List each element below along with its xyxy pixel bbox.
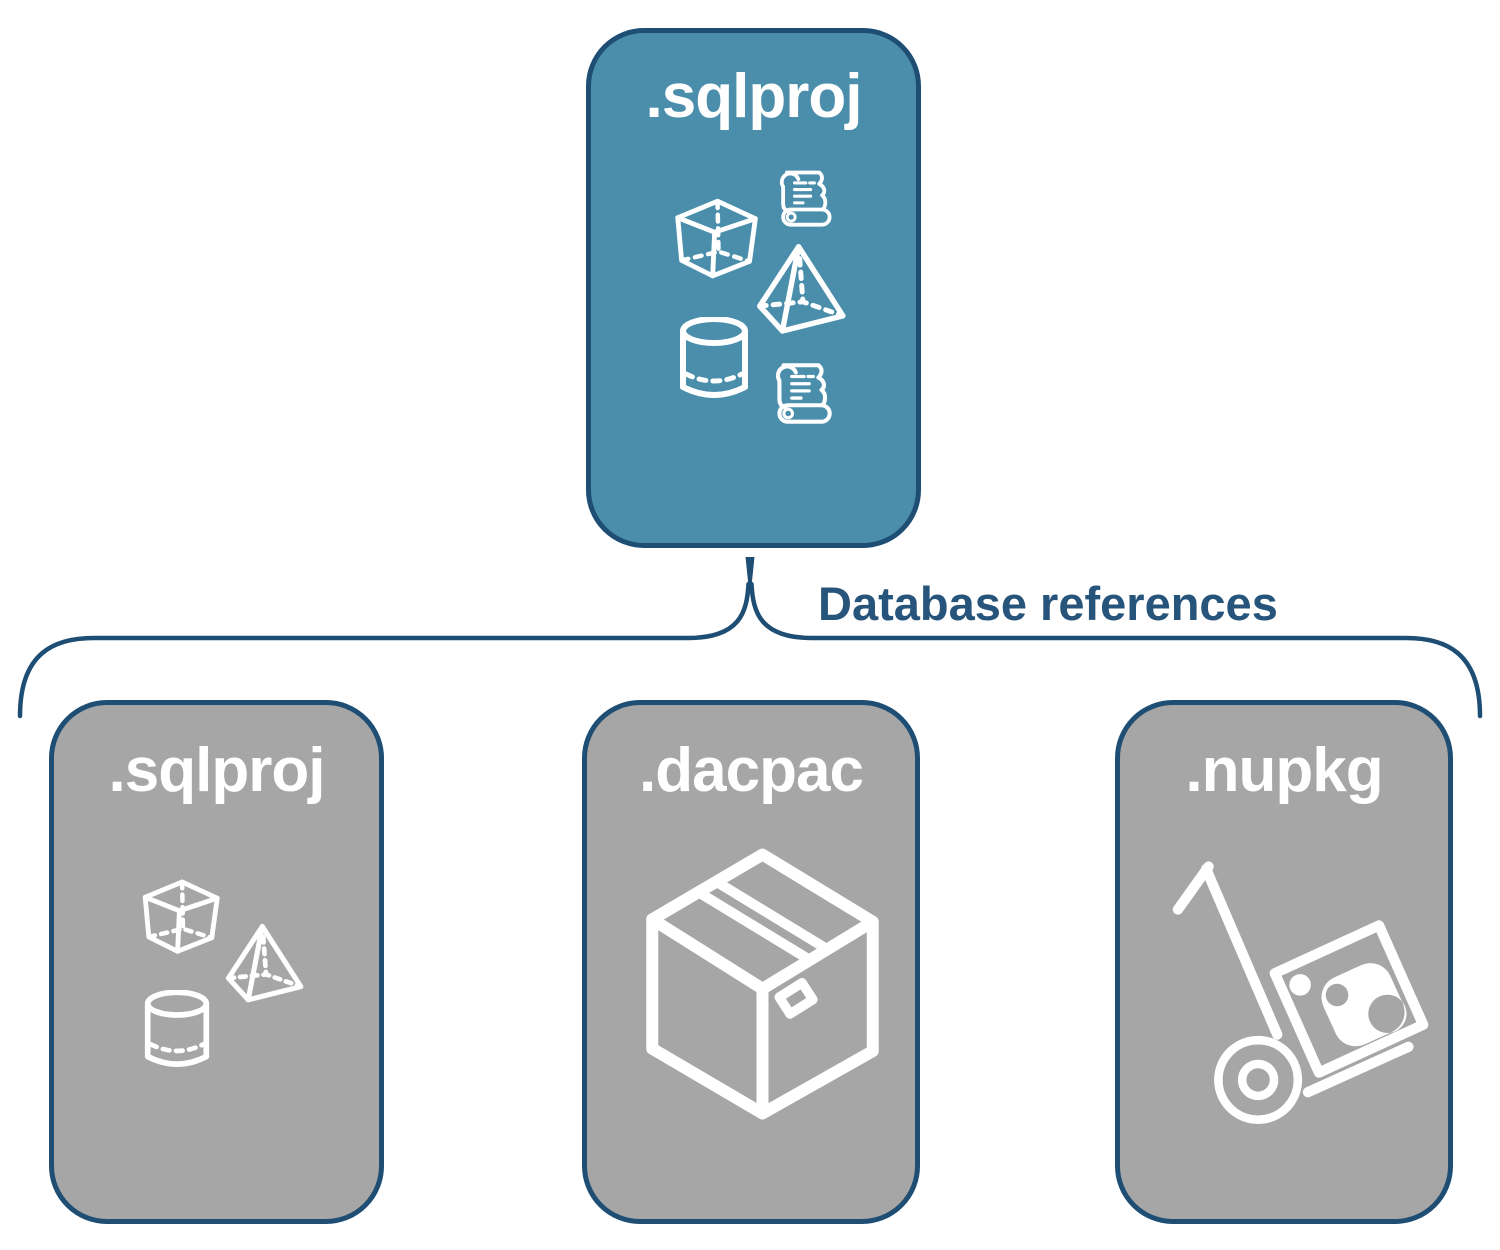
cylinder-icon xyxy=(680,317,748,398)
hand-truck-handle xyxy=(1200,863,1283,1040)
cube-icon xyxy=(142,879,220,954)
brace-connector xyxy=(17,557,1483,719)
node-title: .nupkg xyxy=(1185,736,1383,805)
node-sqlproj-reference: .sqlproj xyxy=(49,700,384,1224)
nuget-package-outline xyxy=(1269,920,1429,1078)
connector-stem xyxy=(745,557,755,586)
pyramid-icon xyxy=(225,923,304,1003)
cylinder-icon xyxy=(144,990,210,1067)
nuget-logo xyxy=(1289,963,1407,1047)
node-title: .sqlproj xyxy=(645,62,863,131)
pyramid-icon xyxy=(757,244,846,334)
node-sqlproj-main: .sqlproj xyxy=(586,28,921,548)
hand-truck-icon xyxy=(1172,861,1429,1124)
node-title: .sqlproj xyxy=(108,736,326,805)
connector-label: Database references xyxy=(818,577,1278,630)
package-label-tag xyxy=(774,978,818,1019)
node-dacpac-reference: .dacpac xyxy=(582,700,920,1224)
hand-truck-toe-plate xyxy=(1302,1041,1414,1098)
hand-truck-wheel xyxy=(1214,1035,1303,1124)
cube-icon xyxy=(675,198,758,279)
scroll-icon xyxy=(779,170,832,227)
package-box-icon xyxy=(646,848,879,1120)
hand-truck-hub xyxy=(1237,1059,1279,1101)
node-title: .dacpac xyxy=(639,736,864,805)
node-nupkg-reference: .nupkg xyxy=(1115,700,1453,1224)
scroll-icon xyxy=(775,363,832,424)
